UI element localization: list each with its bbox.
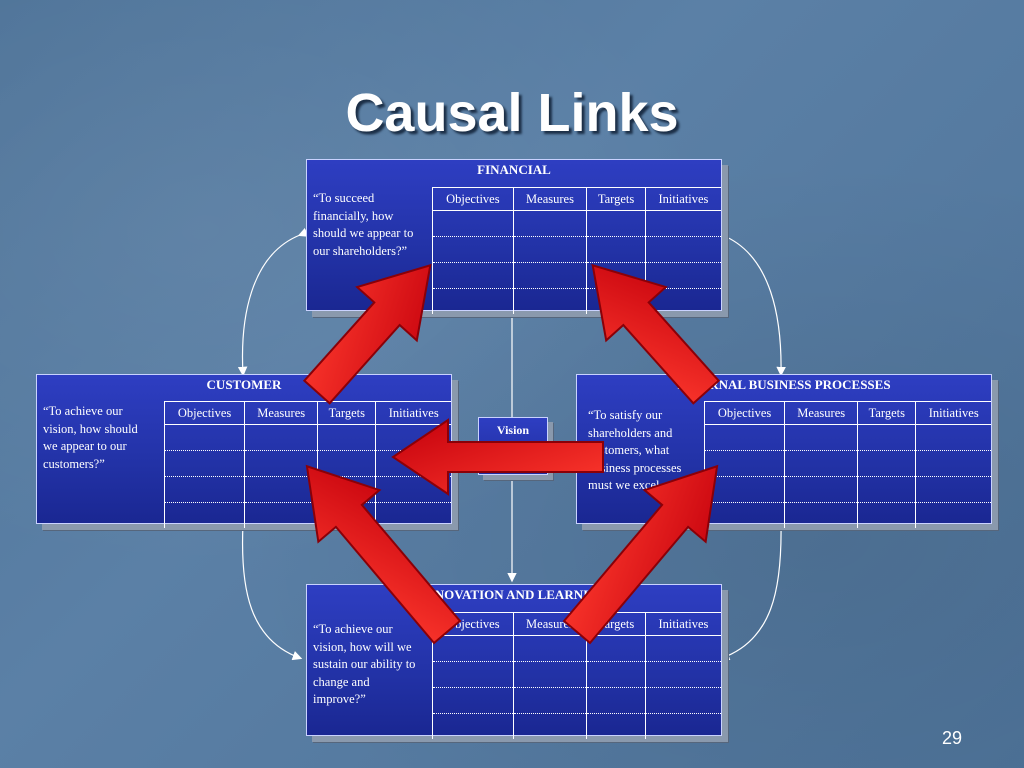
financial-panel: FINANCIAL “To succeed financially, how s… <box>306 159 722 314</box>
customer-table: Objectives Measures Targets Initiatives <box>163 401 451 528</box>
table-row <box>432 210 721 237</box>
column-header-objectives: Objectives <box>703 401 785 425</box>
column-header-targets: Targets <box>317 401 376 425</box>
customer-question: “To achieve our vision, how should we ap… <box>43 404 138 471</box>
innovation-learning-question: “To achieve our vision, how will we sust… <box>313 622 416 706</box>
column-header-measures: Measures <box>512 187 587 211</box>
table-row <box>432 687 721 714</box>
table-row <box>163 476 451 503</box>
internal-processes-table: Objectives Measures Targets Initiatives <box>703 401 991 528</box>
column-header-initiatives: Initiatives <box>375 401 451 425</box>
table-row <box>703 450 991 477</box>
column-header-measures: Measures <box>244 401 318 425</box>
table-row <box>703 424 991 451</box>
financial-table: Objectives Measures Targets Initiatives <box>432 187 721 314</box>
column-header-objectives: Objectives <box>432 612 514 636</box>
financial-title: FINANCIAL <box>477 162 551 177</box>
table-row <box>163 424 451 451</box>
column-header-initiatives: Initiatives <box>644 612 721 636</box>
internal-processes-question: “To satisfy our shareholders and custome… <box>588 408 683 492</box>
table-row <box>432 288 721 314</box>
table-row <box>432 635 721 662</box>
financial-question: “To succeed financially, how should we a… <box>313 191 414 258</box>
vision-box: Vision <box>478 417 548 475</box>
innovation-learning-table: Objectives Measures Targets Initiatives <box>432 612 721 739</box>
column-header-targets: Targets <box>857 401 916 425</box>
table-row <box>432 661 721 688</box>
table-row <box>432 236 721 263</box>
internal-learning-connector <box>719 516 786 661</box>
vision-label: Vision <box>496 423 530 437</box>
column-header-targets: Targets <box>586 187 646 211</box>
column-header-measures: Measures <box>512 612 587 636</box>
financial-internal-connector <box>713 227 786 377</box>
financial-customer-connector <box>237 227 309 377</box>
table-row <box>703 476 991 503</box>
customer-panel: CUSTOMER “To achieve our vision, how sho… <box>36 374 452 528</box>
table-row <box>163 502 451 528</box>
internal-processes-panel: INTERNAL BUSINESS PROCESSES “To satisfy … <box>576 374 992 528</box>
column-header-objectives: Objectives <box>432 187 514 211</box>
innovation-learning-title: INNOVATION AND LEARNING <box>420 587 608 602</box>
customer-learning-connector <box>238 516 303 661</box>
table-row <box>163 450 451 477</box>
column-header-initiatives: Initiatives <box>915 401 991 425</box>
innovation-learning-panel: INNOVATION AND LEARNING “To achieve our … <box>306 584 722 739</box>
table-row <box>703 502 991 528</box>
page-number: 29 <box>941 728 962 748</box>
table-row <box>432 713 721 739</box>
internal-processes-title: INTERNAL BUSINESS PROCESSES <box>677 377 891 392</box>
column-header-measures: Measures <box>784 401 858 425</box>
column-header-objectives: Objectives <box>163 401 245 425</box>
column-header-targets: Targets <box>586 612 646 636</box>
customer-title: CUSTOMER <box>206 377 282 392</box>
table-row <box>432 262 721 289</box>
slide-title: Causal Links <box>345 83 679 143</box>
column-header-initiatives: Initiatives <box>644 187 721 211</box>
